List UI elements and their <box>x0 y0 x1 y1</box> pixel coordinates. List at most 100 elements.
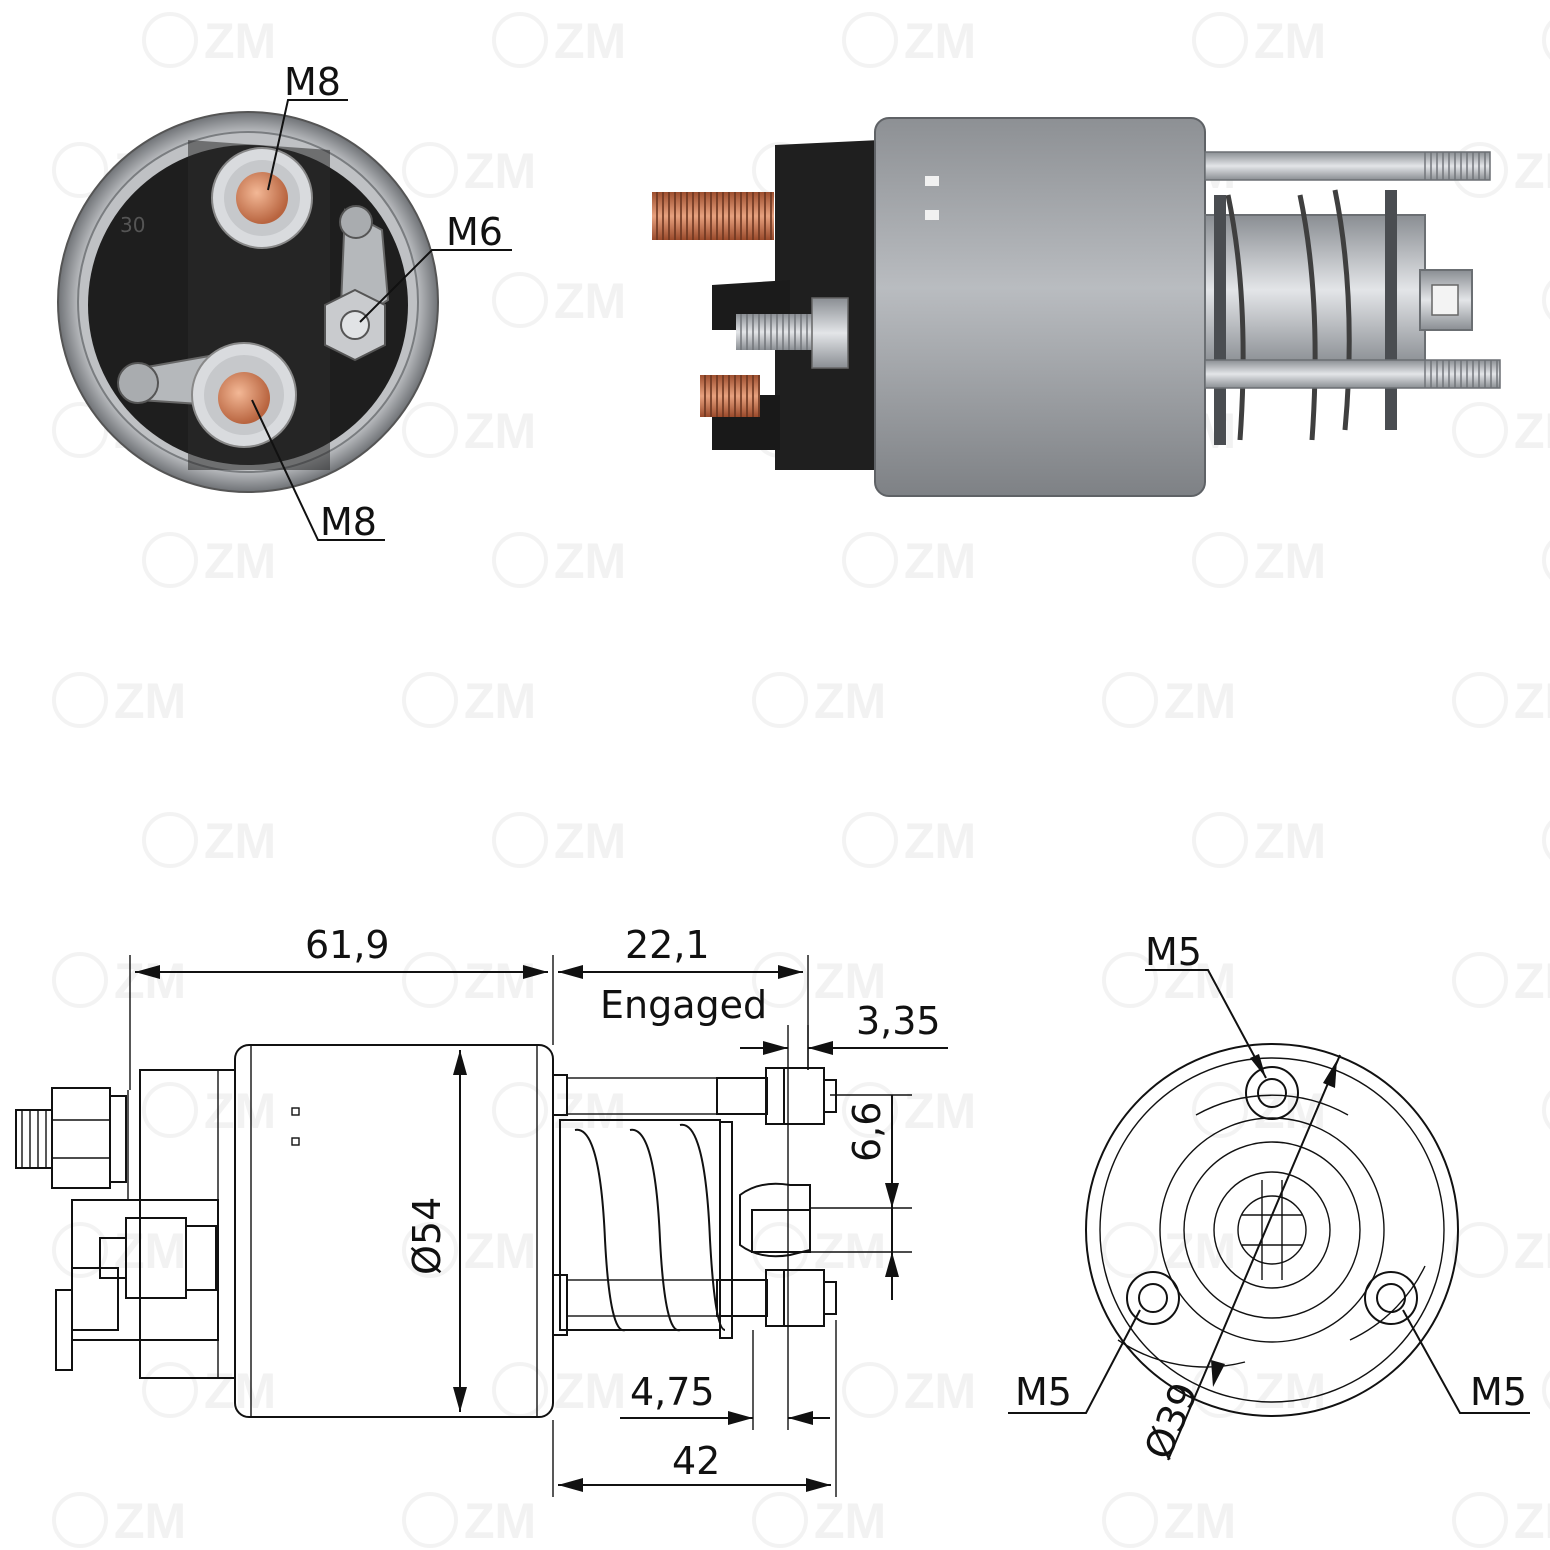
svg-text:ZM: ZM <box>554 533 626 589</box>
svg-text:ZM: ZM <box>464 143 536 199</box>
stamp-30: 30 <box>120 213 145 237</box>
label-terminal-top: M8 <box>284 60 341 104</box>
watermark-layer: ZM ZM ZM ZM ZM ZM ZM ZM ZM ZM ZM ZM ZM ZM ZM ZM ZM ZM ZM ZM… <box>52 12 1550 1549</box>
svg-text:ZM: ZM <box>554 1083 626 1139</box>
svg-text:ZM: ZM <box>1514 1223 1550 1279</box>
svg-text:ZM: ZM <box>464 1493 536 1549</box>
svg-text:ZM: ZM <box>1164 1223 1236 1279</box>
watermark-tile: ZM <box>1102 672 1236 729</box>
svg-text:ZM: ZM <box>904 1363 976 1419</box>
watermark-tile: ZM <box>402 672 536 729</box>
svg-text:ZM: ZM <box>204 533 276 589</box>
svg-text:ZM: ZM <box>464 953 536 1009</box>
side-view-photo <box>652 117 1501 497</box>
svg-text:ZM: ZM <box>904 13 976 69</box>
watermark-tile: ZM <box>1542 820 1550 860</box>
housing-body <box>874 117 1206 497</box>
svg-text:ZM: ZM <box>1254 13 1326 69</box>
svg-text:ZM: ZM <box>1254 1363 1326 1419</box>
watermark-tile: ZM <box>1192 532 1326 589</box>
watermark-tile: ZM <box>752 952 886 1009</box>
svg-text:ZM: ZM <box>1514 673 1550 729</box>
dim-offset: 6,6 <box>845 1102 889 1162</box>
svg-text:ZM: ZM <box>554 13 626 69</box>
watermark-tile: ZM <box>752 672 886 729</box>
terminal-bottom-m8 <box>117 342 297 448</box>
dim-stroke: 22,1 <box>625 923 710 967</box>
watermark-tile: ZM <box>1542 1370 1550 1410</box>
watermark-tile: ZM <box>1452 402 1550 459</box>
watermark-tile: ZM <box>1192 812 1326 869</box>
watermark-tile: ZM <box>52 1492 186 1549</box>
svg-text:ZM: ZM <box>204 13 276 69</box>
dim-length-body: 61,9 <box>305 923 390 967</box>
watermark-tile: ZM <box>842 812 976 869</box>
watermark-tile: ZM <box>1542 540 1550 580</box>
svg-text:ZM: ZM <box>1514 953 1550 1009</box>
watermark-tile: ZM <box>52 1222 186 1279</box>
watermark-tile: ZM <box>752 1492 886 1549</box>
watermark-tile: ZM <box>1452 672 1550 729</box>
svg-text:ZM: ZM <box>114 1493 186 1549</box>
dim-gap: 3,35 <box>856 999 941 1043</box>
svg-text:ZM: ZM <box>814 953 886 1009</box>
watermark-tile: ZM <box>402 952 536 1009</box>
label-terminal-small: M6 <box>446 210 503 254</box>
svg-text:ZM: ZM <box>814 673 886 729</box>
svg-text:ZM: ZM <box>1254 533 1326 589</box>
watermark-tile: ZM <box>1192 1082 1326 1139</box>
watermark-tile: ZM <box>52 672 186 729</box>
label-bolt-left: M5 <box>1015 1370 1072 1414</box>
svg-text:ZM: ZM <box>904 533 976 589</box>
watermark-tile: ZM <box>1542 280 1550 320</box>
dim-length-front: 42 <box>672 1439 720 1483</box>
svg-text:ZM: ZM <box>554 273 626 329</box>
nut-m6 <box>811 297 849 369</box>
label-bolt-circle: Ø39 <box>1136 1376 1207 1465</box>
end-view-photo: 30 M8 M6 M8 <box>57 60 512 544</box>
watermark-tile: ZM <box>142 532 276 589</box>
svg-text:ZM: ZM <box>204 1083 276 1139</box>
svg-text:ZM: ZM <box>464 403 536 459</box>
side-view-drawing: 61,9 22,1 Engaged 3,35 6,6 Ø54 4,75 42 <box>15 923 948 1497</box>
watermark-tile: ZM <box>402 402 536 459</box>
watermark-tile: ZM <box>1452 142 1550 199</box>
svg-text:ZM: ZM <box>1514 403 1550 459</box>
watermark-tile: ZM <box>492 812 626 869</box>
watermark-tile: ZM <box>1452 1222 1550 1279</box>
watermark-tile: ZM <box>142 1362 276 1419</box>
svg-text:ZM: ZM <box>904 1083 976 1139</box>
watermark-tile: ZM <box>142 12 276 69</box>
watermark-tile: ZM <box>402 1492 536 1549</box>
dimension-lines <box>129 955 948 1497</box>
watermark-tile: ZM <box>842 532 976 589</box>
dim-lever-width: 4,75 <box>630 1370 715 1414</box>
svg-text:ZM: ZM <box>904 813 976 869</box>
watermark-tile: ZM <box>52 952 186 1009</box>
watermark-tile: ZM <box>1452 952 1550 1009</box>
label-bolt-right: M5 <box>1470 1370 1527 1414</box>
watermark-tile: ZM <box>1542 20 1550 60</box>
dim-diameter: Ø54 <box>405 1197 449 1275</box>
label-bolt-top: M5 <box>1145 930 1202 974</box>
label-terminal-bottom: M8 <box>320 500 377 544</box>
svg-text:ZM: ZM <box>814 1223 886 1279</box>
watermark-tile: ZM <box>492 1362 626 1419</box>
return-spring <box>1225 189 1352 441</box>
watermark-tile: ZM <box>402 1222 536 1279</box>
svg-text:ZM: ZM <box>1164 1493 1236 1549</box>
bolt-hole-top <box>1245 1066 1299 1120</box>
svg-text:ZM: ZM <box>464 1223 536 1279</box>
watermark-tile: ZM <box>142 812 276 869</box>
svg-text:ZM: ZM <box>1164 673 1236 729</box>
watermark-tile: ZM <box>492 532 626 589</box>
svg-text:ZM: ZM <box>1514 143 1550 199</box>
bolt-hole-right <box>1364 1271 1418 1325</box>
watermark-tile: ZM <box>402 142 536 199</box>
watermark-tile: ZM <box>142 1082 276 1139</box>
watermark-tile: ZM <box>1192 12 1326 69</box>
watermark-tile: ZM <box>842 1362 976 1419</box>
svg-text:ZM: ZM <box>554 1363 626 1419</box>
svg-text:ZM: ZM <box>1514 1493 1550 1549</box>
